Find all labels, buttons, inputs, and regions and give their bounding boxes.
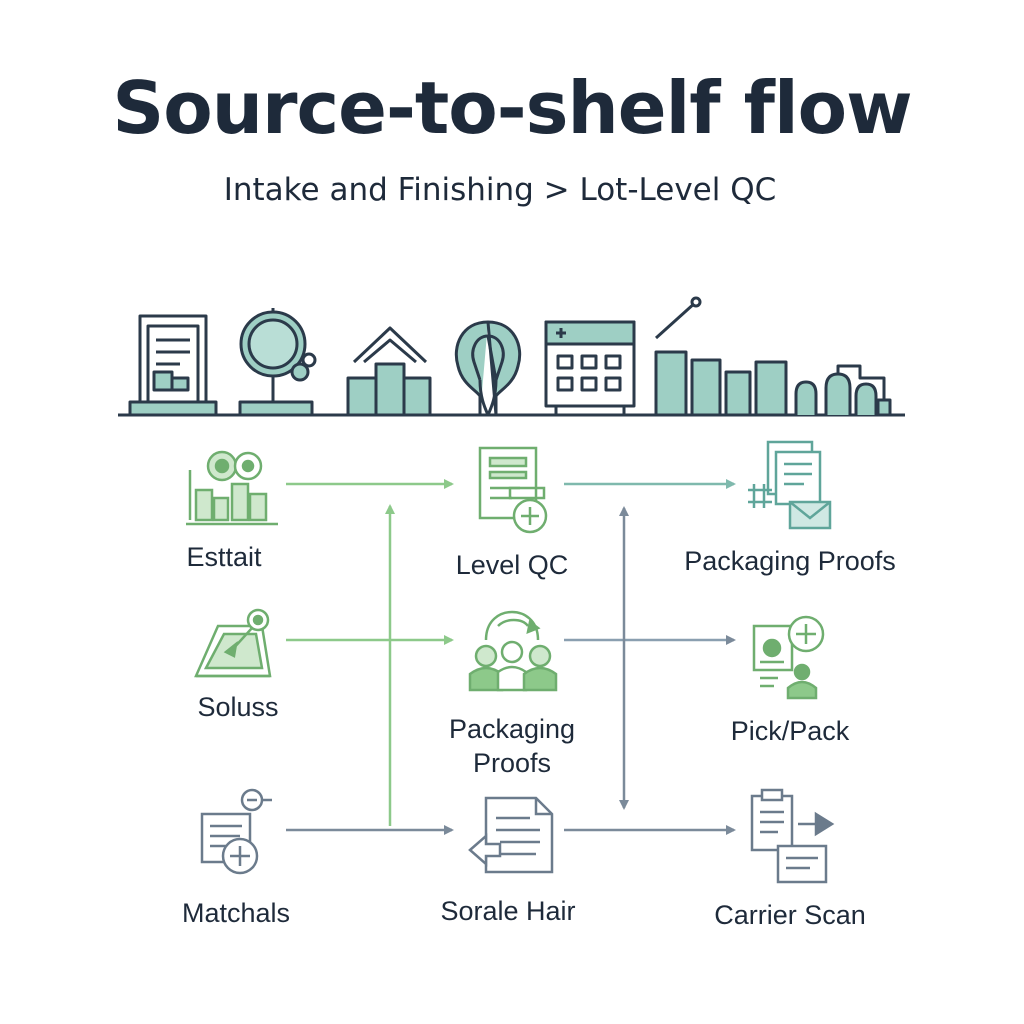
- node-label-pick-pack: Pick/Pack: [731, 716, 850, 746]
- bar-chart-icon: [654, 296, 788, 417]
- banner-illustration: [118, 296, 905, 417]
- chart-people-icon: [186, 450, 278, 526]
- node-label-carrier-scan: Carrier Scan: [714, 900, 866, 930]
- document-back-icon: [468, 796, 554, 874]
- node-label-matchals: Matchals: [182, 898, 290, 928]
- building-icon: [346, 326, 432, 417]
- connectors: [286, 479, 736, 835]
- node-label-level-qc: Level QC: [456, 550, 569, 580]
- clipboard-forward-icon: [750, 788, 835, 884]
- node-label-packaging-line2: Proofs: [473, 748, 551, 778]
- node-label-soluss: Soluss: [197, 692, 278, 722]
- document-plus-icon: [200, 788, 272, 875]
- node-label-packaging-line1: Packaging: [449, 714, 575, 744]
- page-subtitle: Intake and Finishing > Lot-Level QC: [223, 172, 777, 208]
- bottles-icon: [794, 364, 892, 417]
- documents-mail-icon: [748, 440, 832, 530]
- page-title: Source-to-shelf flow: [112, 66, 912, 150]
- lens-icon: [238, 308, 317, 417]
- person-add-icon: [752, 615, 825, 700]
- grid-panel-icon: [544, 320, 636, 415]
- document-add-icon: [478, 446, 548, 534]
- node-label-packaging-proofs-top: Packaging Proofs: [684, 546, 896, 576]
- node-label-esttait: Esttait: [186, 542, 262, 572]
- board-icon: [128, 314, 218, 417]
- node-label-sorale-hair: Sorale Hair: [440, 896, 575, 926]
- team-transfer-icon: [468, 610, 558, 692]
- tree-icon: [454, 320, 522, 417]
- tray-pin-icon: [194, 608, 272, 678]
